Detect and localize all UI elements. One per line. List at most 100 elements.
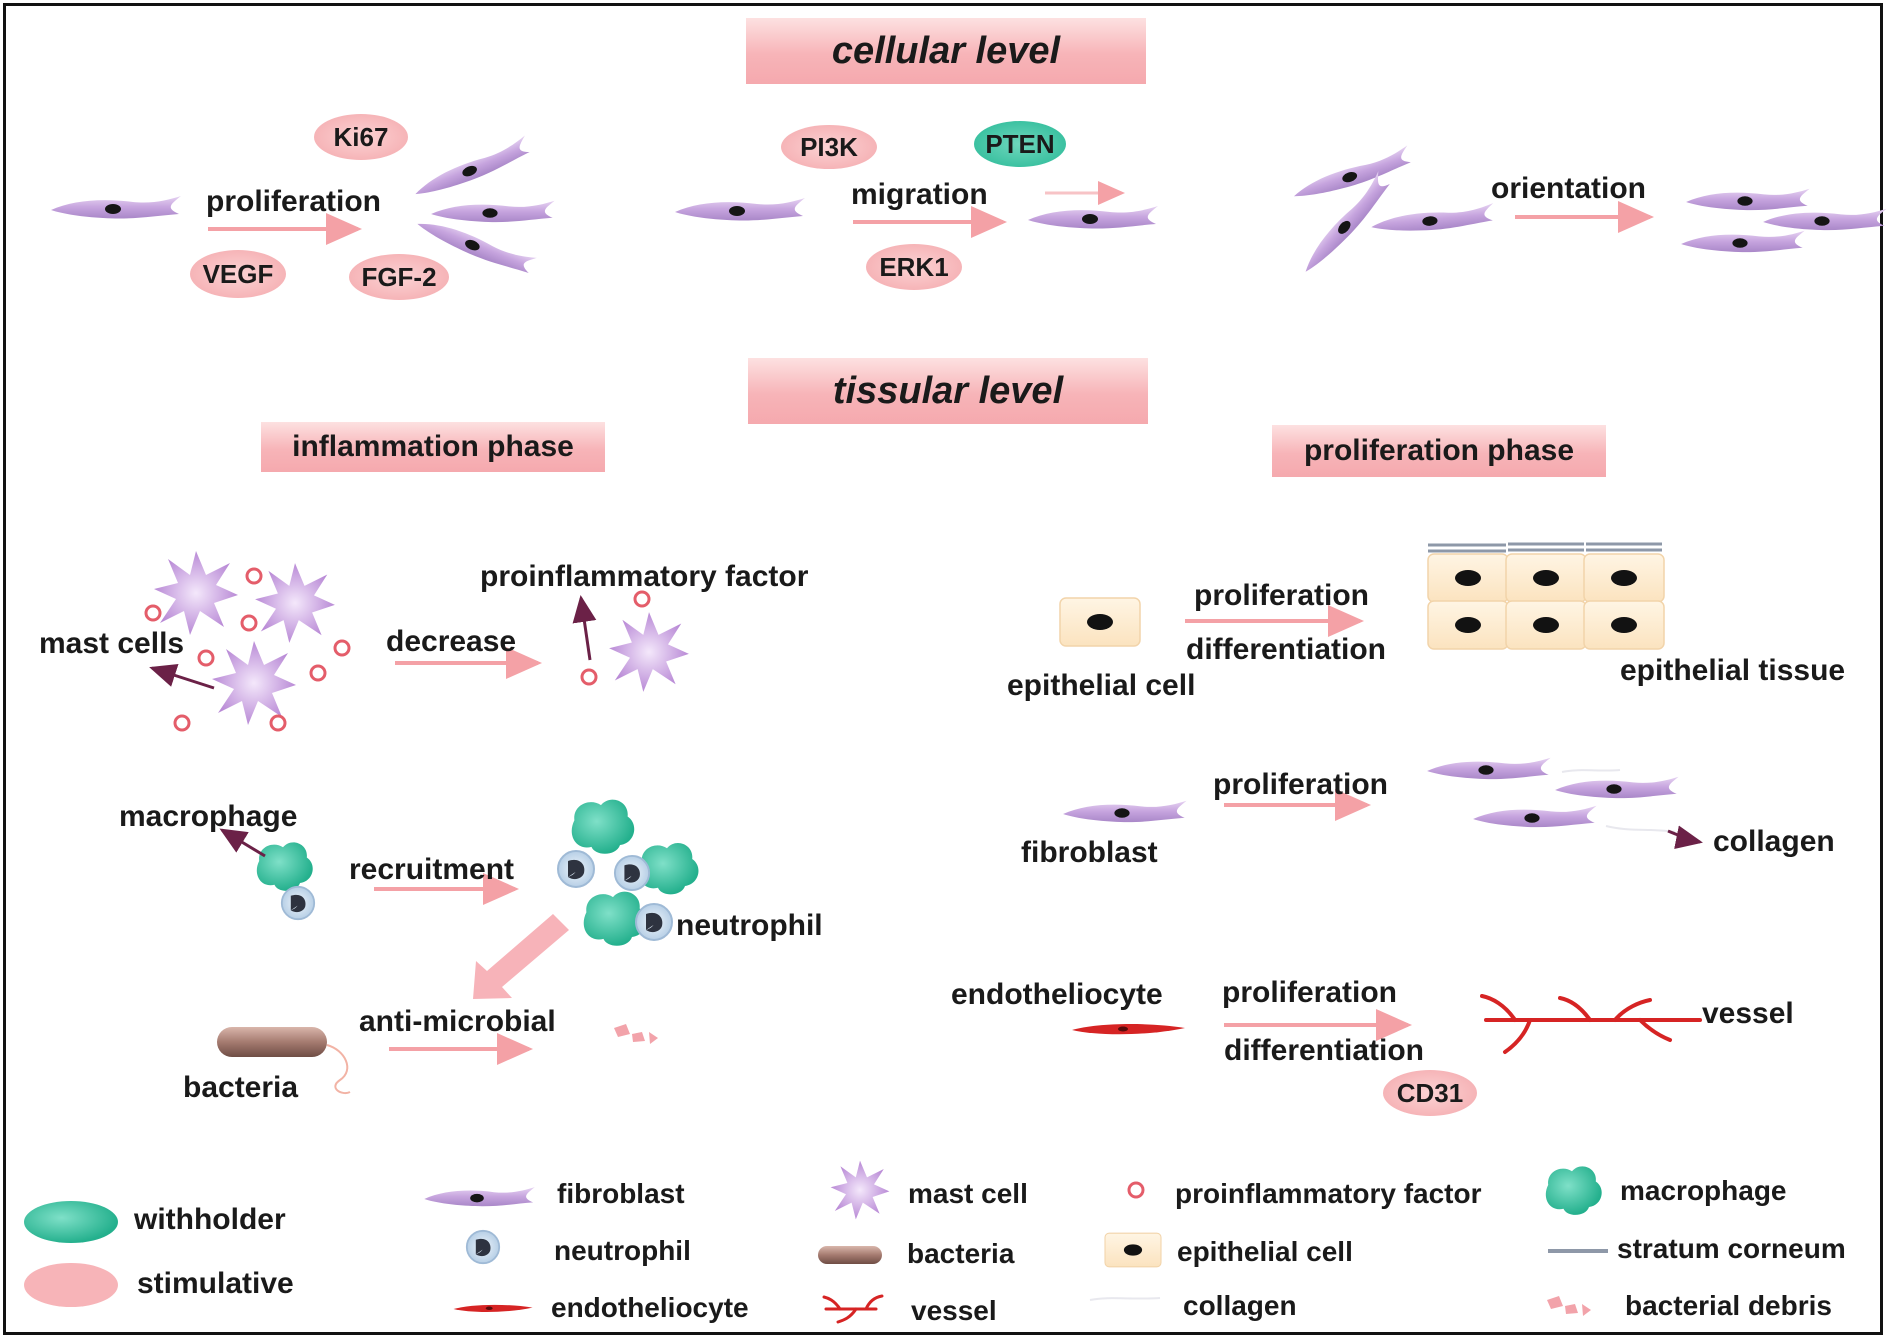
neutrophil-recruited-1 [557,850,595,888]
legend-bacteria-label: bacteria [907,1238,1015,1269]
legend-bacterial-debris-label: bacterial debris [1625,1290,1832,1321]
factor-pten-badge: PTEN [974,121,1066,167]
proinflammatory-factor-6 [309,664,327,682]
inflammation-phase-title: inflammation phase [292,430,574,463]
legend-withholder-swatch [24,1201,118,1243]
proinflammatory-factor-label: proinflammatory factor [480,560,809,593]
legend-proinflammatory-factor-label: proinflammatory factor [1175,1178,1482,1209]
orientation-random-fibroblast-3 [1370,203,1496,236]
macrophage-recruited-1 [571,799,635,854]
proinflammatory-factor-7 [173,714,191,732]
vessel-label: vessel [1702,997,1794,1030]
cellular-level-title: cellular level [831,29,1061,72]
proinflammatory-factor-5 [333,639,351,657]
stratum-corneum [1428,542,1662,553]
cellular-level-banner: cellular level [746,18,1146,84]
antimicrobial-big-arrow [473,914,569,999]
decrease-label: decrease [386,625,517,658]
legend-macrophage-icon [1545,1166,1602,1215]
fibroblast-result-1 [1427,757,1551,780]
proinflammatory-factor-1 [245,567,263,585]
bacteria-rod [217,1027,351,1094]
legend-endotheliocyte-label: endotheliocyte [551,1292,749,1323]
proinflammatory-factor-2 [144,604,162,622]
factor-pi3k-badge: PI3K [781,125,877,169]
legend-macrophage-label: macrophage [1620,1175,1787,1206]
mast-cells-pointer [149,663,215,690]
neutrophil-source [280,885,316,921]
factor-erk1-label: ERK1 [879,251,949,282]
factor-cd31-badge: CD31 [1383,1070,1477,1116]
bacterial-debris [614,1024,658,1044]
fibroblast-proliferation-label: proliferation [1213,768,1389,801]
legend-bacterial-debris-icon [1547,1296,1591,1316]
factor-ki67-label: Ki67 [333,121,389,152]
mast-cell-4 [609,612,689,692]
factor-ki67-badge: Ki67 [314,114,408,160]
fibroblast-source [1063,800,1187,823]
fibroblast-result-3 [1473,805,1597,828]
proinflammatory-pointer [572,595,597,661]
macrophage-label: macrophage [119,800,298,833]
proinflammatory-factor-8 [269,714,287,732]
legend-mast-cell-icon [830,1160,890,1220]
endothelial-proliferation-label: proliferation [1222,976,1398,1009]
prolif-result-fibroblast-1 [410,135,533,202]
legend-mast-cell-label: mast cell [908,1178,1028,1209]
factor-pten-label: PTEN [985,128,1055,159]
factor-vegf-label: VEGF [202,258,274,289]
proliferation-phase-title: proliferation phase [1303,434,1575,467]
legend-epithelial-cell-icon [1104,1232,1162,1268]
legend-fibroblast-label: fibroblast [557,1178,685,1209]
prolif-source-fibroblast [51,196,181,219]
collagen-label: collagen [1713,825,1835,858]
legend-withholder-label: withholder [134,1203,286,1236]
factor-fgf2-badge: FGF-2 [349,254,449,300]
epithelial-proliferation-label: proliferation [1194,579,1370,612]
legend-stratum-corneum-label: stratum corneum [1617,1233,1846,1264]
fibroblast-label: fibroblast [1021,836,1158,869]
epithelial-differentiation-label: differentiation [1186,633,1386,666]
legend-bacteria-icon [818,1246,882,1264]
legend-stimulative-label: stimulative [137,1267,294,1300]
legend-vessel-icon [822,1294,884,1324]
orientation-aligned-fibroblast-1 [1686,188,1810,211]
endotheliocyte-label: endotheliocyte [951,978,1163,1011]
endotheliocyte [1072,1024,1185,1035]
prolif-label: proliferation [206,185,382,218]
legend-stimulative-swatch [24,1263,118,1307]
epithelial-tissue-label: epithelial tissue [1620,654,1846,687]
legend-collagen-icon [1089,1297,1161,1301]
factor-cd31-label: CD31 [1396,1077,1464,1108]
mast-cell-1 [154,551,238,635]
proinflammatory-factor-3 [240,614,258,632]
epithelial-cell-label: epithelial cell [1007,669,1196,702]
mast-cell-3 [212,641,296,725]
macrophage-pointer [219,828,266,858]
legend-neutrophil-icon [465,1229,501,1265]
orientation-aligned-fibroblast-2 [1763,208,1887,231]
proinflammatory-factor-4 [197,649,215,667]
legend-collagen-label: collagen [1183,1290,1297,1321]
mast-cells-label: mast cells [39,627,185,660]
legend-vessel-label: vessel [911,1295,997,1326]
epithelial-single-cell [1059,597,1141,647]
factor-fgf2-label: FGF-2 [361,261,437,292]
fibroblast-result-2 [1555,776,1679,799]
neutrophil-recruited-2 [613,854,651,892]
legend-fibroblast-icon [424,1187,535,1207]
epithelial-tissue-grid [1427,553,1665,650]
proliferation-phase-banner: proliferation phase [1272,425,1606,477]
macrophage-source [256,842,313,891]
recruitment-label: recruitment [349,853,515,886]
factor-erk1-badge: ERK1 [866,244,962,290]
tissular-level-banner: tissular level [748,358,1148,424]
migration-source-fibroblast [675,198,805,221]
bacteria-label: bacteria [183,1071,299,1104]
anti-microbial-label: anti-microbial [359,1005,556,1038]
migration-label: migration [851,178,988,211]
collagen-pointer [1667,825,1703,850]
vessel-branch [1480,994,1702,1054]
legend-endotheliocyte-icon [453,1304,533,1312]
